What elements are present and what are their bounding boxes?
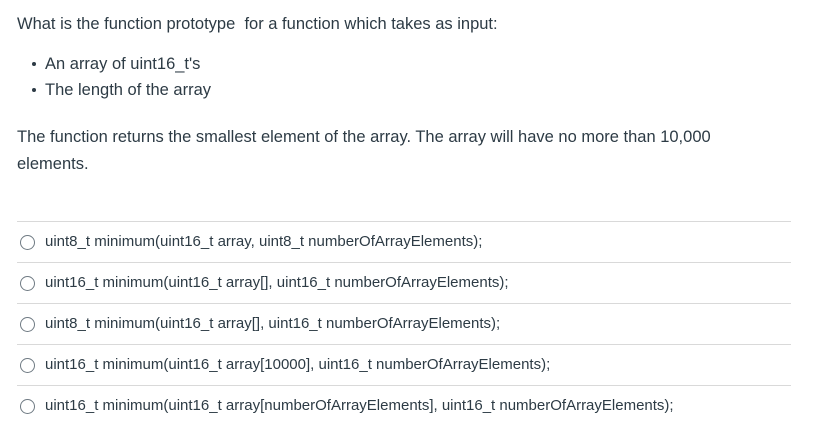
- radio-button[interactable]: [20, 316, 35, 332]
- question-body: What is the function prototype for a fun…: [0, 0, 813, 178]
- radio-button[interactable]: [20, 275, 35, 291]
- answer-option-2[interactable]: uint16_t minimum(uint16_t array[], uint1…: [17, 262, 791, 303]
- answer-option-3[interactable]: uint8_t minimum(uint16_t array[], uint16…: [17, 303, 791, 344]
- answer-option-4[interactable]: uint16_t minimum(uint16_t array[10000], …: [17, 344, 791, 385]
- question-bullet-list: An array of uint16_t's The length of the…: [17, 51, 791, 103]
- question-description: The function returns the smallest elemen…: [17, 128, 711, 173]
- radio-button[interactable]: [20, 357, 35, 373]
- option-label: uint8_t minimum(uint16_t array, uint8_t …: [45, 233, 483, 250]
- radio-button[interactable]: [20, 234, 35, 250]
- bullet-item: The length of the array: [32, 77, 791, 103]
- question-title: What is the function prototype for a fun…: [17, 15, 498, 33]
- bullet-item: An array of uint16_t's: [32, 51, 791, 77]
- option-label: uint16_t minimum(uint16_t array[], uint1…: [45, 274, 509, 291]
- option-label: uint16_t minimum(uint16_t array[numberOf…: [45, 397, 674, 414]
- option-label: uint16_t minimum(uint16_t array[10000], …: [45, 356, 551, 373]
- answer-options-list: uint8_t minimum(uint16_t array, uint8_t …: [17, 221, 791, 426]
- answer-option-5[interactable]: uint16_t minimum(uint16_t array[numberOf…: [17, 385, 791, 426]
- option-label: uint8_t minimum(uint16_t array[], uint16…: [45, 315, 501, 332]
- answer-option-1[interactable]: uint8_t minimum(uint16_t array, uint8_t …: [17, 221, 791, 262]
- radio-button[interactable]: [20, 398, 35, 414]
